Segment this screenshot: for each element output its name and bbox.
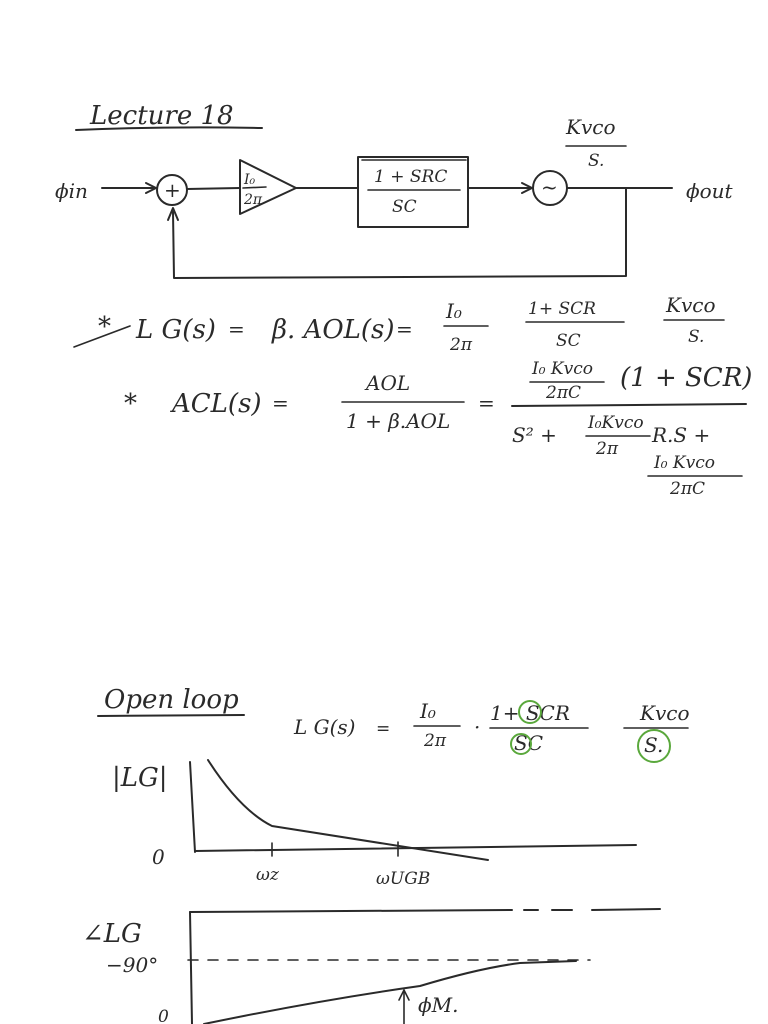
output-label: ϕout (686, 179, 734, 203)
phase-top-line (189, 909, 513, 913)
phase-ylabel: ∠LG (82, 919, 142, 949)
vco-tf-numerator: Kvco (565, 115, 615, 139)
lg-f1-den: 2π (449, 335, 473, 355)
acl-den: 1 + β.AOL (346, 409, 450, 433)
acl-rhs-den-tail: R.S + (651, 423, 710, 447)
phase-margin-label: ϕM. (418, 993, 458, 1017)
mag-y-axis (189, 761, 196, 853)
highlight-s-denominator (510, 733, 532, 755)
filter-numerator: 1 + SRC (374, 167, 447, 187)
closed-loop-equation: * ACL(s) = AOL 1 + β.AOL = I₀ Kvco 2πC (… (124, 359, 752, 499)
acl-rhs-den-frac-top: I₀Kvco (587, 413, 644, 433)
title-underline (75, 126, 263, 131)
acl-rhs-num-frac-top: I₀ Kvco (531, 359, 593, 379)
acl-rhs-den-s2: S² + (512, 423, 557, 447)
lg-lhs: L G(s) (135, 315, 216, 345)
lg-f2-den: SC (556, 331, 581, 351)
summer-symbol: + (164, 178, 181, 202)
acl-rhs-den-frac-bot: 2π (595, 439, 619, 459)
vco-tf-denominator: S. (588, 151, 604, 171)
phase-y-axis (189, 911, 193, 1024)
magnitude-plot: |LG| 0 ωz ωUGB (112, 759, 637, 889)
open-loop-heading: Open loop (104, 685, 239, 715)
ol-lg-equals: = (376, 719, 390, 739)
acl-lhs: ACL(s) (170, 389, 262, 419)
lg-f2-num: 1+ SCR (528, 299, 596, 319)
input-label: ϕin (55, 179, 88, 203)
phase-plot: ∠LG −90° ϕM. 0 (82, 908, 661, 1024)
lg-equals-1: = (228, 317, 245, 341)
ol-lg-lhs: L G(s) (293, 715, 355, 739)
lg-f1-num: I₀ (445, 299, 462, 323)
lg-f3-num: Kvco (665, 293, 715, 317)
acl-bullet: * (124, 389, 137, 419)
mag-wugb-label: ωUGB (376, 869, 430, 889)
ol-dot: · (474, 715, 480, 739)
acl-equals-1: = (272, 391, 289, 415)
ol-f3-den: S. (644, 733, 663, 757)
lg-f3-den: S. (688, 327, 704, 347)
phase-neg90-label: −90° (106, 953, 158, 977)
loop-filter-block (357, 156, 469, 228)
page-title: Lecture 18 (89, 101, 234, 131)
phase-bottom-label: 0 (158, 1007, 169, 1024)
ol-f1-num: I₀ (419, 699, 436, 723)
acl-rhs-den2-bot: 2πC (669, 479, 705, 499)
feedback-path (172, 187, 627, 279)
gain-amplifier (239, 159, 297, 215)
mag-ylabel: |LG| (112, 763, 168, 793)
highlight-s-vco (637, 729, 671, 763)
acl-rhs-num-frac-bot: 2πC (545, 383, 581, 403)
acl-equals-2: = (478, 391, 495, 415)
ol-f3-num: Kvco (639, 701, 689, 725)
ol-f1-den: 2π (423, 731, 447, 751)
ol-f2-num: 1+ SCR (490, 701, 570, 725)
gain-denominator: 2π (243, 192, 263, 208)
lg-equals-2: = (396, 317, 413, 341)
mag-response-curve (207, 759, 489, 861)
mag-wz-label: ωz (256, 865, 280, 885)
gain-numerator: I₀ (243, 172, 256, 188)
highlight-s-numerator (518, 700, 542, 724)
vco-symbol: ~ (541, 175, 558, 199)
loop-gain-equation: * L G(s) = β. AOL(s) = I₀ 2π 1+ SCR SC K… (73, 293, 725, 355)
lg-beta-aol: β. AOL(s) (271, 315, 395, 345)
open-loop-section: Open loop L G(s) = I₀ 2π · 1+ SCR SC Kvc… (97, 685, 689, 763)
acl-rhs-num-paren: (1 + SCR) (620, 363, 752, 393)
phase-response-curve (203, 960, 577, 1024)
acl-num: AOL (364, 371, 410, 395)
acl-rhs-den2-top: I₀ Kvco (653, 453, 715, 473)
summing-junction (156, 174, 188, 206)
mag-zero-label: 0 (152, 845, 165, 869)
acl-main-fraction-bar (511, 403, 747, 407)
block-diagram: ϕin + I₀ 2π 1 + SRC SC ~ Kvco S. ϕout (55, 115, 734, 279)
filter-denominator: SC (392, 197, 417, 217)
